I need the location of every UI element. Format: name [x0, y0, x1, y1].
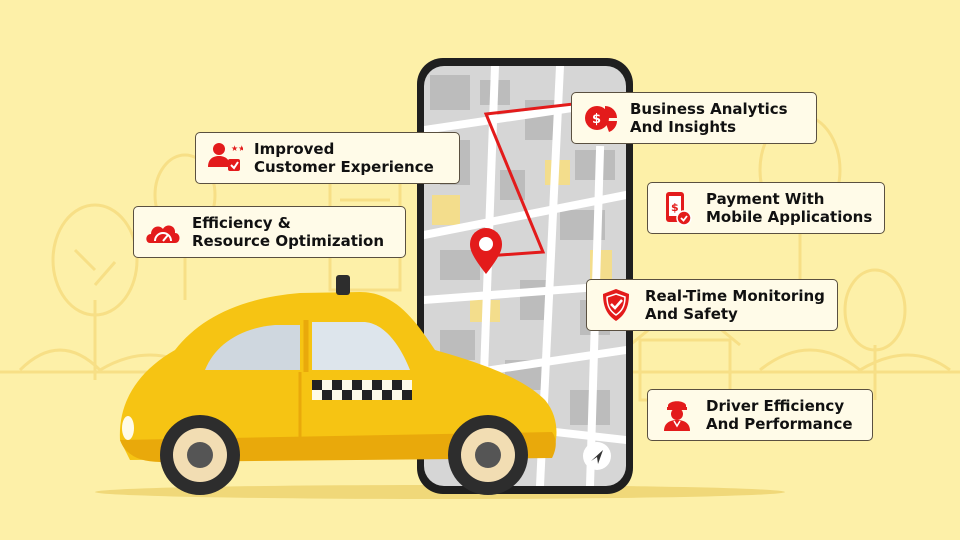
taxi-checker-strip [312, 380, 412, 400]
customer-rating-icon: ★★ [206, 139, 244, 177]
feature-line2: Resource Optimization [192, 232, 385, 250]
cloud-gauge-icon [144, 213, 182, 251]
feature-line2: Mobile Applications [706, 208, 873, 226]
feature-line1: Improved [254, 140, 335, 158]
shield-check-icon [597, 286, 635, 324]
navigation-arrow-icon [583, 442, 611, 470]
feature-line1: Real-Time Monitoring [645, 287, 825, 305]
feature-line1: Efficiency & [192, 214, 291, 232]
svg-text:$: $ [592, 112, 601, 127]
mobile-payment-icon: $ [658, 189, 696, 227]
feature-line2: And Insights [630, 118, 737, 136]
feature-line1: Business Analytics [630, 100, 788, 118]
yellow-taxi [119, 275, 557, 495]
feature-line1: Driver Efficiency [706, 397, 845, 415]
svg-text:$: $ [671, 201, 679, 214]
feature-line2: And Safety [645, 305, 738, 323]
analytics-pie-icon: $ [582, 99, 620, 137]
driver-icon [658, 396, 696, 434]
feature-line1: Payment With [706, 190, 825, 208]
rear-wheel [448, 415, 528, 495]
front-wheel [160, 415, 240, 495]
feature-line2: Customer Experience [254, 158, 434, 176]
feature-card-efficiency: Efficiency &Resource Optimization [133, 206, 406, 258]
svg-text:★★: ★★ [231, 144, 243, 153]
feature-line2: And Performance [706, 415, 853, 433]
location-pin-icon [470, 228, 502, 274]
